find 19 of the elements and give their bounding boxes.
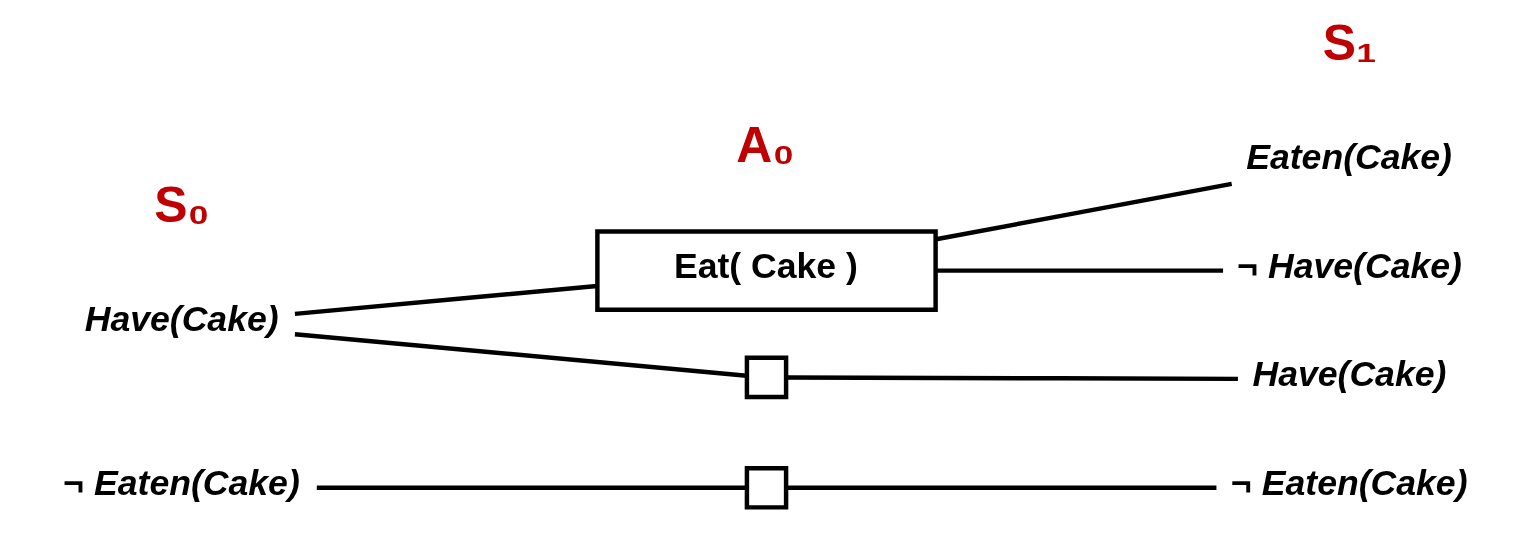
node-text: Eaten(Cake) [1246, 137, 1452, 178]
node-text: Have(Cake) [84, 299, 279, 340]
connector [294, 283, 598, 317]
label: A₀ [736, 116, 795, 173]
node-box: Eat( Cake ) [595, 229, 938, 312]
node-text: ¬ Eaten(Cake) [1231, 462, 1468, 503]
connector [935, 181, 1233, 242]
node-box [744, 355, 789, 400]
connector [936, 268, 1224, 273]
label: S₁ [1322, 15, 1377, 72]
connector [786, 485, 1217, 490]
node-box [744, 466, 789, 510]
label: S₀ [154, 177, 210, 234]
connector [316, 485, 747, 490]
connector [786, 375, 1238, 382]
connector [294, 331, 747, 378]
node-text: Have(Cake) [1252, 354, 1447, 395]
node-text: ¬ Have(Cake) [1237, 245, 1462, 286]
node-text: ¬ Eaten(Cake) [63, 462, 300, 503]
